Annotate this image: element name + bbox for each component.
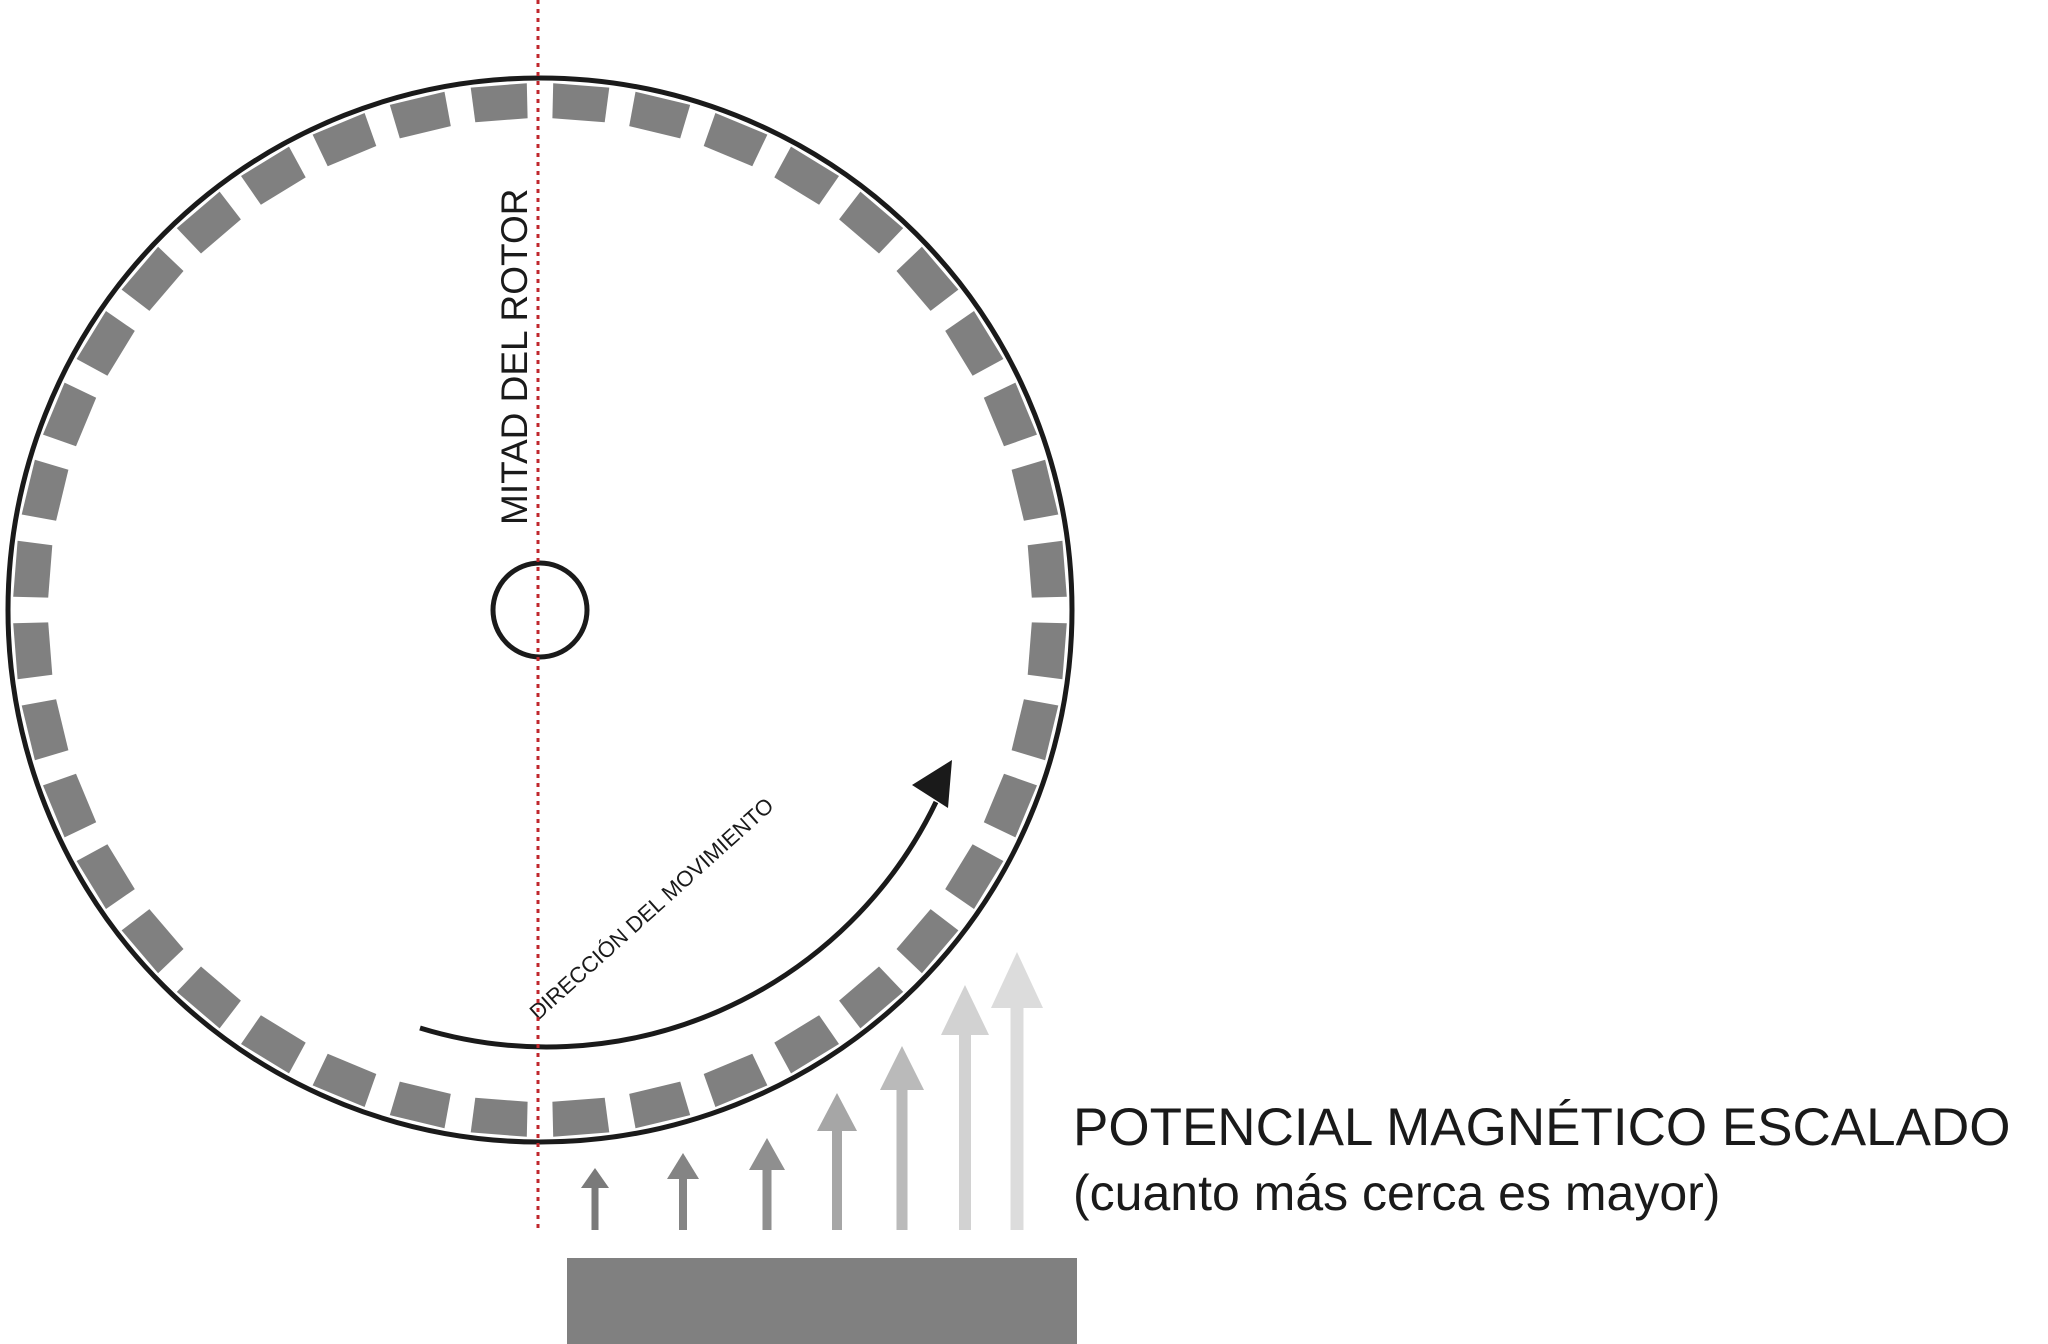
potential-arrow-icon xyxy=(667,1153,699,1230)
magnet-segment xyxy=(21,459,69,521)
magnet-segment xyxy=(176,191,241,254)
magnet-segment xyxy=(1027,622,1067,680)
magnet-segment xyxy=(43,382,97,447)
magnet-segment xyxy=(121,246,184,311)
magnet-segment xyxy=(983,773,1037,838)
magnet-segment xyxy=(241,1015,306,1074)
potential-arrow-icon xyxy=(749,1138,785,1230)
magnet-segment xyxy=(629,91,691,139)
movement-arrowhead-icon xyxy=(912,760,952,808)
magnet-segment xyxy=(76,844,135,909)
magnet-segment xyxy=(21,699,69,761)
rotor-half-label: MITAD DEL ROTOR xyxy=(494,189,535,525)
magnet-ring xyxy=(13,83,1067,1137)
magnet-segment xyxy=(945,844,1004,909)
magnet-segment xyxy=(839,191,904,254)
magnet-segment xyxy=(389,91,451,139)
potential-arrow-icon xyxy=(581,1168,609,1230)
potential-arrow-icon xyxy=(880,1046,924,1230)
magnet-segment xyxy=(76,311,135,376)
magnet-segment xyxy=(13,622,53,680)
magnet-segment xyxy=(1011,699,1059,761)
magnet-segment xyxy=(774,1015,839,1074)
potential-arrow-icon xyxy=(991,952,1043,1230)
magnet-segment xyxy=(896,246,959,311)
potential-arrow-icon xyxy=(941,985,989,1230)
magnet-segment xyxy=(241,146,306,205)
magnet-segment xyxy=(389,1081,451,1129)
magnet-segment xyxy=(774,146,839,205)
magnet-segment xyxy=(983,382,1037,447)
rotor-outline xyxy=(5,75,1075,1145)
magnet-segment xyxy=(176,966,241,1029)
magnet-segment xyxy=(13,540,53,598)
magnet-segment xyxy=(470,83,528,123)
magnet-segment xyxy=(470,1097,528,1137)
potential-note: (cuanto más cerca es mayor) xyxy=(1073,1165,1720,1221)
magnet-segment xyxy=(629,1081,691,1129)
rotor-axle xyxy=(490,560,590,660)
magnet-segment xyxy=(1011,459,1059,521)
magnet-segment xyxy=(121,909,184,974)
potential-arrows xyxy=(581,952,1043,1230)
stator-bar xyxy=(567,1258,1077,1344)
potential-title: POTENCIAL MAGNÉTICO ESCALADO xyxy=(1073,1098,2011,1157)
magnet-segment xyxy=(312,1053,377,1107)
magnet-segment xyxy=(312,113,377,167)
magnet-segment xyxy=(552,83,610,123)
magnet-segment xyxy=(43,773,97,838)
potential-arrow-icon xyxy=(817,1093,857,1230)
magnet-segment xyxy=(552,1097,610,1137)
magnet-segment xyxy=(945,311,1004,376)
magnet-segment xyxy=(703,113,768,167)
movement-arc xyxy=(419,800,939,1050)
magnet-segment xyxy=(896,909,959,974)
magnet-segment xyxy=(839,966,904,1029)
magnet-segment xyxy=(703,1053,768,1107)
magnet-segment xyxy=(1027,540,1067,598)
